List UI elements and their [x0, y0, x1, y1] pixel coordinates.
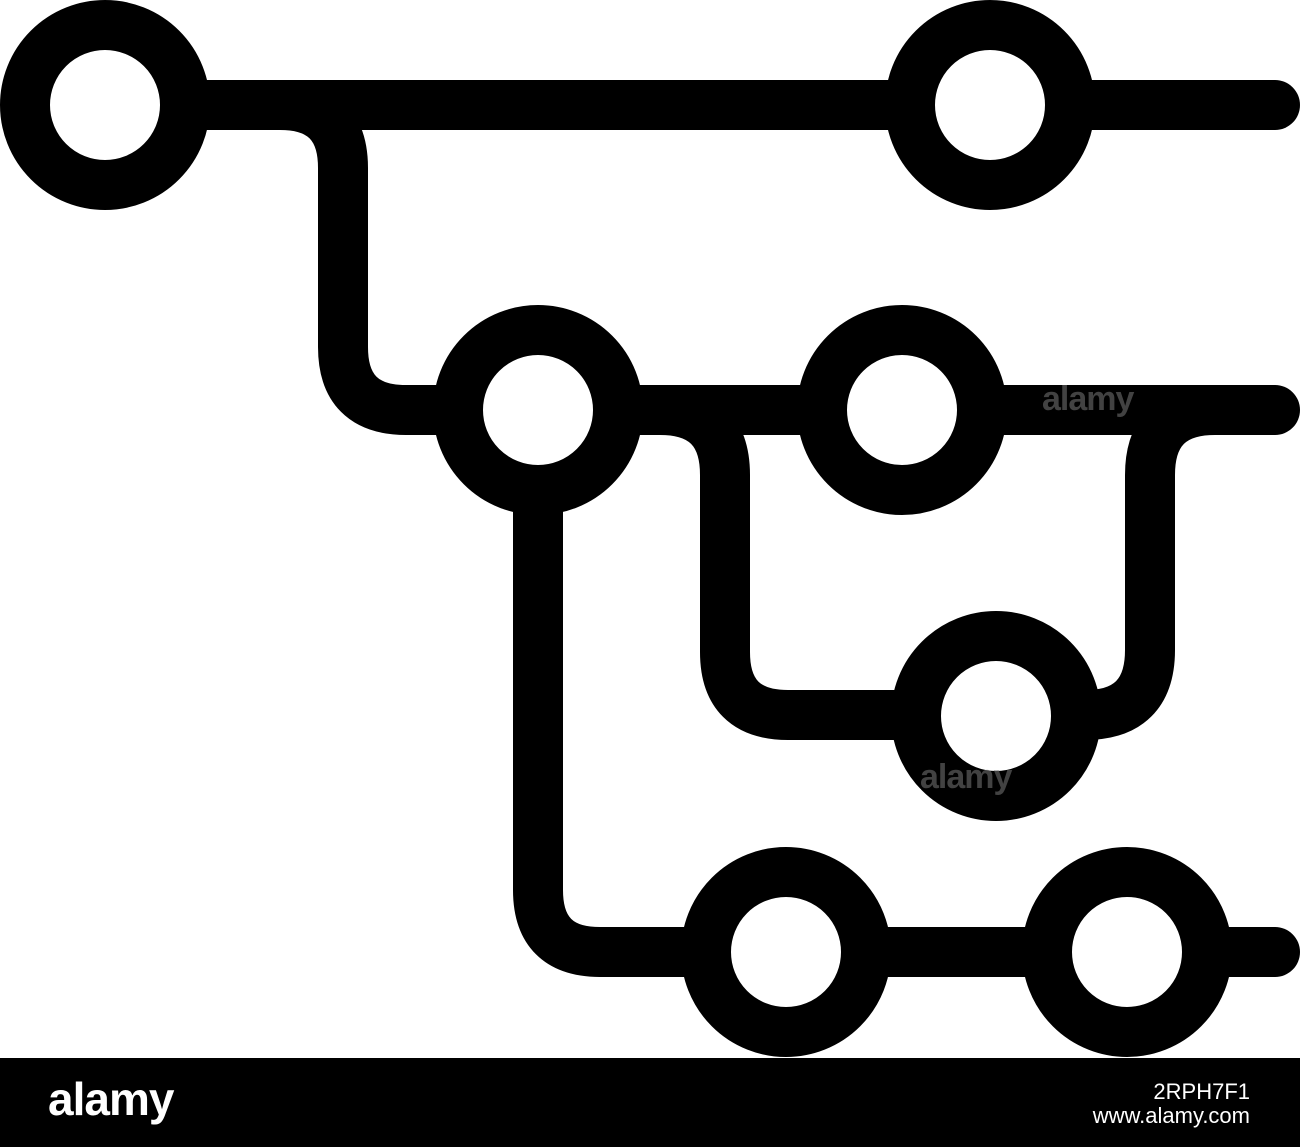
- branch-line-merge: [972, 385, 1240, 740]
- footer-bar: alamy 2RPH7F1 www.alamy.com: [0, 1058, 1300, 1147]
- footer-image-info: 2RPH7F1 www.alamy.com: [1092, 1079, 1250, 1129]
- footer-logo: alamy: [48, 1073, 174, 1125]
- watermark-text: alamy: [1042, 380, 1134, 418]
- git-branch-graph-icon: [0, 0, 1300, 1057]
- branch-line-fork-1: [80, 80, 1300, 435]
- commit-node: [891, 611, 1101, 821]
- commit-node: [797, 305, 1007, 515]
- footer-url: www.alamy.com: [1092, 1103, 1250, 1129]
- commit-node: [681, 847, 891, 1057]
- commit-node: [1022, 847, 1232, 1057]
- commit-node: [885, 0, 1095, 210]
- commit-node: [0, 0, 210, 210]
- watermark-text: alamy: [920, 758, 1012, 796]
- branch-line-fork-2: [513, 385, 1022, 740]
- footer-image-id: 2RPH7F1: [1153, 1079, 1250, 1104]
- branch-line-fork-3: [513, 385, 1300, 977]
- commit-node: [433, 305, 643, 515]
